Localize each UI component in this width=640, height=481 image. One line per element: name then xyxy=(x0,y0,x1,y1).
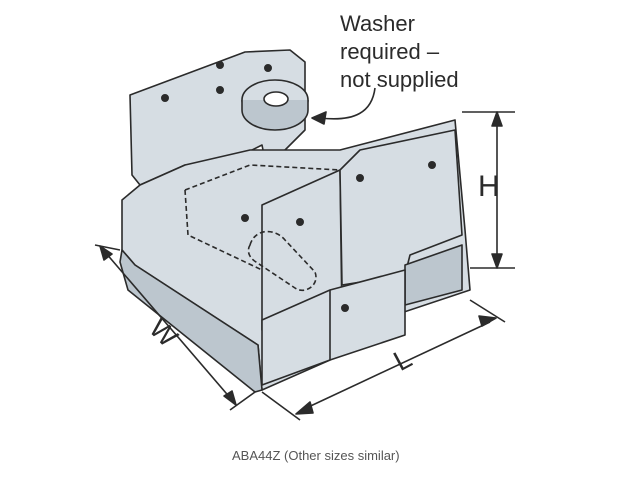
l-ext-right xyxy=(469,299,506,323)
height-label: H xyxy=(478,170,500,203)
l-ext-left xyxy=(261,391,301,421)
base-front-face xyxy=(119,249,263,393)
hole-6 xyxy=(355,174,364,183)
h-arrow-top xyxy=(491,111,503,127)
hidden-edge-2 xyxy=(184,189,263,271)
hole-8 xyxy=(340,303,349,312)
hole-7 xyxy=(427,161,436,170)
w-arrow-top xyxy=(99,245,113,261)
w-ext-top xyxy=(94,244,121,251)
callout-line-1: Washer xyxy=(340,11,415,36)
callout-line-3: not supplied xyxy=(340,67,459,92)
figure-caption: ABA44Z (Other sizes similar) xyxy=(232,448,400,463)
l-arrow-right xyxy=(478,315,497,327)
w-ext-bottom xyxy=(229,391,256,411)
washer-rim xyxy=(241,100,309,131)
hole-4 xyxy=(263,64,272,73)
hole-3 xyxy=(216,60,225,69)
hidden-edge-1 xyxy=(184,164,341,191)
h-arrow-bottom xyxy=(491,253,503,269)
l-arrow-left xyxy=(295,401,314,415)
w-dim-line xyxy=(104,251,233,401)
callout-line-2: required – xyxy=(340,39,440,64)
hole-2 xyxy=(216,86,225,95)
l-dim-line xyxy=(301,321,491,411)
hole-1 xyxy=(161,94,170,103)
slot xyxy=(247,230,317,292)
hole-9 xyxy=(241,214,250,223)
callout-arrowhead xyxy=(311,111,327,125)
callout-leader xyxy=(319,87,376,120)
w-arrow-bottom xyxy=(223,390,237,406)
washer-hole xyxy=(263,91,289,107)
hole-5 xyxy=(295,218,304,227)
